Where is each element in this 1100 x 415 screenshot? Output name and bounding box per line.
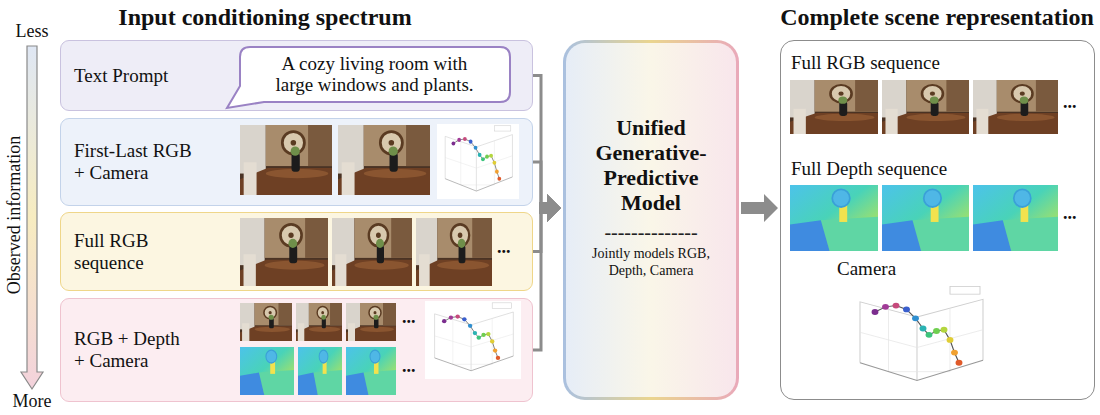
camera-plot — [437, 124, 519, 199]
rgb-frame — [296, 303, 342, 341]
ellipsis: ... — [497, 237, 511, 257]
depth-frame — [346, 347, 396, 395]
ellipsis: ... — [402, 307, 416, 327]
input-row: Text Prompt A cozy living room with large… — [60, 40, 533, 111]
output-heading: Full RGB sequence — [791, 52, 940, 74]
axis-end-label: Less — [11, 20, 53, 42]
merge-line — [533, 162, 541, 208]
rgb-frame — [416, 218, 492, 286]
model-box: Unified Generative-Predictive Model -----… — [563, 40, 739, 400]
block-arrow — [540, 194, 562, 222]
row-label: Text Prompt — [74, 65, 168, 87]
block-arrow — [540, 194, 562, 222]
rgb-frame — [973, 80, 1058, 134]
depth-frame — [240, 347, 294, 395]
ellipsis: ... — [1063, 92, 1077, 112]
flow-arrow — [533, 162, 561, 222]
merge-line — [533, 76, 541, 209]
rgb-frame — [338, 125, 430, 195]
column-title: Input conditioning spectrum — [100, 2, 430, 32]
block-arrow — [540, 194, 562, 222]
axis-title: Observed information — [4, 115, 24, 315]
depth-frame — [790, 185, 878, 251]
rgb-frame — [790, 80, 878, 134]
flow-arrow — [533, 76, 561, 223]
output-heading: Full Depth sequence — [791, 158, 947, 180]
rgb-frame — [882, 80, 969, 134]
rgb-frame — [332, 218, 412, 286]
rgb-frame — [240, 218, 328, 286]
camera-plot — [425, 301, 521, 379]
axis-end-label: More — [11, 391, 53, 411]
model-note: Jointly models RGB, Depth, Camera — [589, 245, 714, 279]
depth-frame — [298, 347, 342, 395]
depth-frame — [882, 185, 969, 251]
divider-dashes: -------------- — [604, 221, 697, 243]
merge-line — [533, 208, 541, 350]
model-title: Unified Generative-Predictive Model — [576, 115, 726, 215]
prompt-text: A cozy living room with large windows an… — [269, 53, 481, 95]
column-title: Complete scene representation — [778, 2, 1096, 32]
depth-frame — [973, 185, 1058, 251]
block-arrow — [540, 194, 562, 222]
bubble-border — [227, 47, 510, 108]
flow-arrow — [533, 194, 561, 252]
ellipsis: ... — [1063, 203, 1077, 223]
information-axis-arrow — [21, 46, 43, 389]
rgb-frame — [240, 303, 292, 341]
rgb-frame — [346, 303, 396, 341]
camera-plot — [845, 284, 995, 392]
row-label: Full RGB sequence — [74, 230, 199, 274]
block-arrow — [741, 194, 778, 222]
flow-arrow — [741, 194, 778, 222]
row-label: First-Last RGB + Camera — [74, 140, 199, 184]
rgb-frame — [240, 125, 332, 195]
output-heading: Camera — [837, 258, 896, 280]
ellipsis: ... — [402, 356, 416, 376]
speech-bubble: A cozy living room with large windows an… — [240, 47, 510, 102]
flow-arrow — [533, 194, 561, 350]
row-label: RGB + Depth + Camera — [74, 328, 187, 372]
